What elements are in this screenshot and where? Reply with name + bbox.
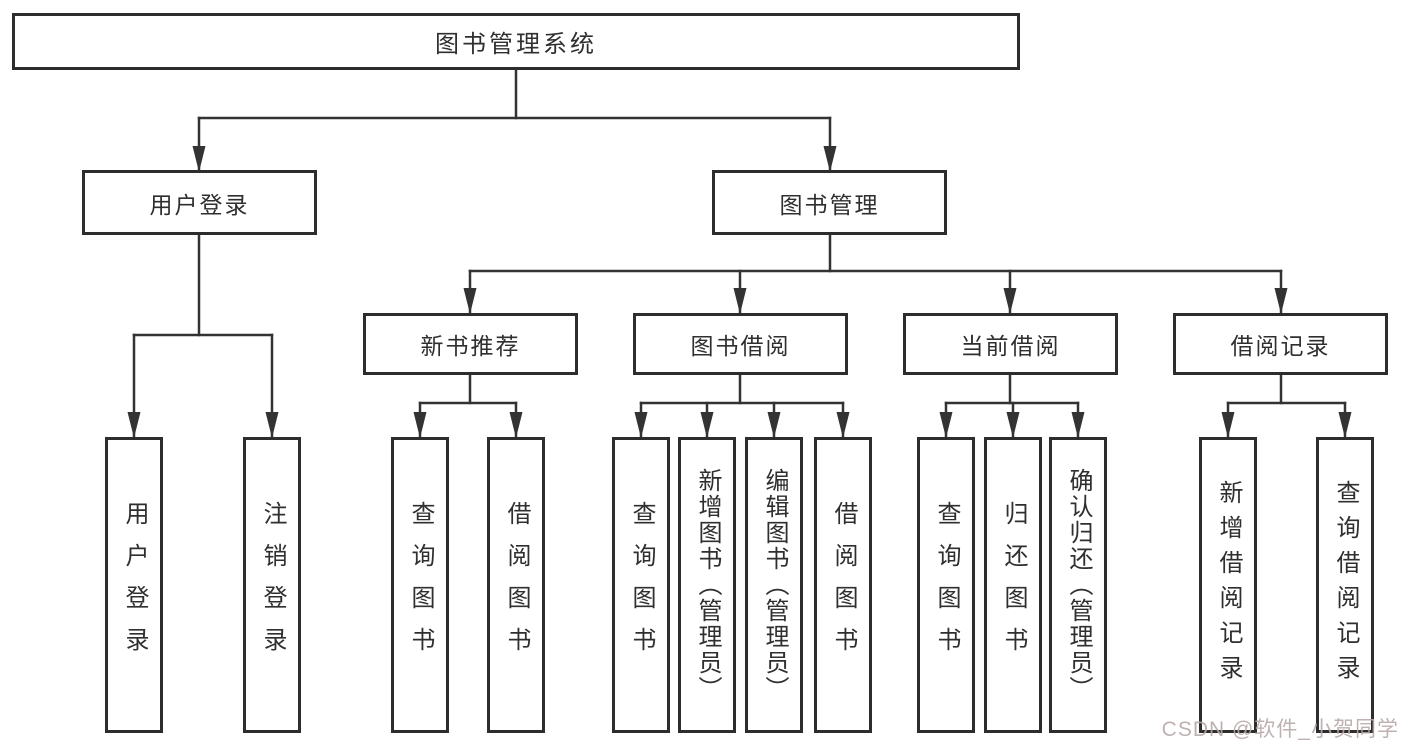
leaf-label: 注销登录: [259, 501, 286, 669]
leaf-label: 新增借阅记录: [1215, 480, 1242, 690]
leaf-return-books: 归还图书: [984, 437, 1042, 733]
leaf-label: 借阅图书: [503, 501, 530, 669]
leaf-query-books-3: 查询图书: [917, 437, 975, 733]
leaf-query-books-1: 查询图书: [391, 437, 449, 733]
leaf-logout: 注销登录: [243, 437, 301, 733]
leaf-borrow-books-1: 借阅图书: [487, 437, 545, 733]
node-new-book-recommend: 新书推荐: [363, 313, 578, 375]
node-current-borrow: 当前借阅: [903, 313, 1118, 375]
leaf-label: 查询图书: [407, 501, 434, 669]
leaf-label: 查询图书: [628, 501, 655, 669]
node-book-borrow: 图书借阅: [633, 313, 848, 375]
leaf-label: 查询借阅记录: [1332, 480, 1359, 690]
csdn-watermark: CSDN @软件_小贺同学: [1161, 718, 1399, 741]
leaf-user-login: 用户登录: [105, 437, 163, 733]
node-user-login: 用户登录: [82, 170, 317, 235]
leaf-label: 编辑图书（管理员）: [761, 468, 788, 702]
node-borrow-records: 借阅记录: [1173, 313, 1388, 375]
leaf-label: 借阅图书: [830, 501, 857, 669]
leaf-query-books-2: 查询图书: [612, 437, 670, 733]
node-book-management: 图书管理: [712, 170, 947, 235]
leaf-confirm-return-admin: 确认归还（管理员）: [1049, 437, 1107, 733]
leaf-add-books-admin: 新增图书（管理员）: [678, 437, 736, 733]
leaf-label: 新增图书（管理员）: [694, 468, 721, 702]
leaf-query-borrow-record: 查询借阅记录: [1316, 437, 1374, 733]
leaf-label: 用户登录: [121, 501, 148, 669]
leaf-label: 确认归还（管理员）: [1065, 468, 1092, 702]
leaf-borrow-books-2: 借阅图书: [814, 437, 872, 733]
leaf-add-borrow-record: 新增借阅记录: [1199, 437, 1257, 733]
leaf-edit-books-admin: 编辑图书（管理员）: [745, 437, 803, 733]
leaf-label: 归还图书: [1000, 501, 1027, 669]
arrowhead-icons: [127, 146, 1352, 438]
node-root-system: 图书管理系统: [12, 13, 1020, 70]
leaf-label: 查询图书: [933, 501, 960, 669]
